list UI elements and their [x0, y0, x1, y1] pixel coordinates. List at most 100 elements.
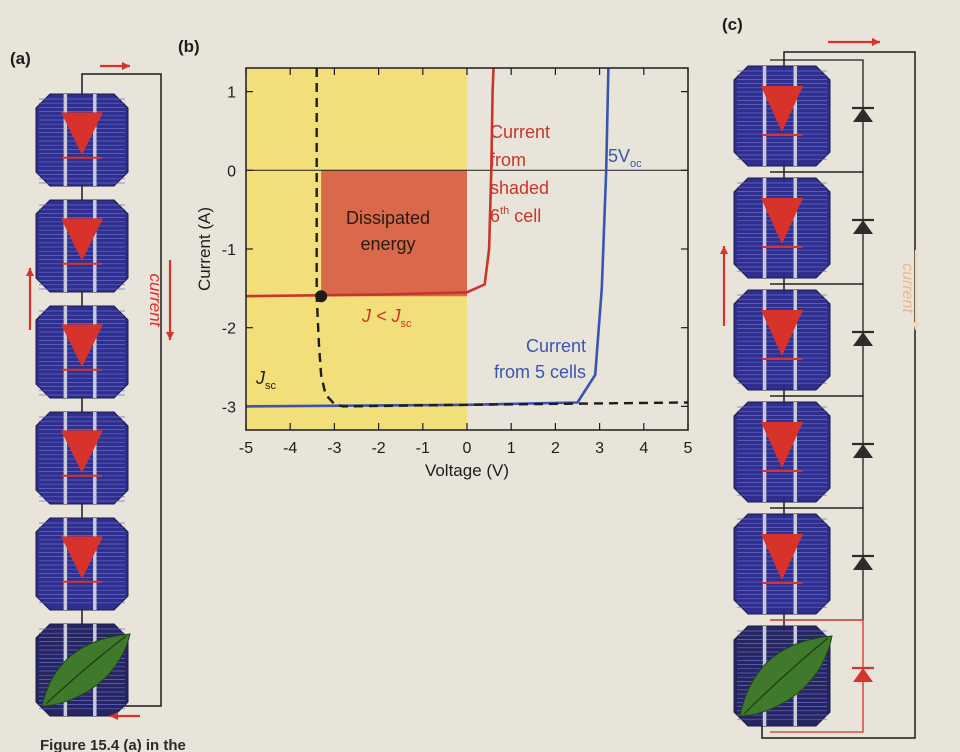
- solar-cell: [733, 289, 831, 391]
- operating-point: [315, 290, 328, 303]
- diode-icon: [853, 108, 873, 122]
- down-triangle-icon: [61, 430, 103, 473]
- busbar: [93, 412, 97, 504]
- busbar: [793, 66, 798, 166]
- busbar: [793, 514, 798, 614]
- diode-icon: [853, 668, 873, 682]
- panel-label-a: (a): [10, 49, 31, 68]
- bottom-current-arrow-head: [110, 711, 119, 721]
- down-triangle-icon: [761, 422, 803, 468]
- right-current-arrow-head: [911, 321, 921, 330]
- panel-c-bypass-diode-string: current: [719, 37, 921, 739]
- left-current-arrow-head: [719, 246, 729, 255]
- x-tick-label: -2: [371, 440, 385, 457]
- five-cells-label-2: from 5 cells: [494, 362, 586, 382]
- x-tick-label: -1: [416, 440, 430, 457]
- solar-cell: [733, 65, 831, 167]
- diode-icon: [853, 556, 873, 570]
- current-label: current: [146, 274, 165, 328]
- busbar: [63, 306, 68, 398]
- busbar: [762, 402, 767, 502]
- panel-a-series-string: current: [25, 61, 175, 721]
- y-tick-label: -2: [222, 321, 236, 338]
- x-tick-label: 0: [463, 440, 472, 457]
- shaded-cell-curve: [245, 67, 495, 298]
- top-current-arrow-head: [121, 61, 130, 71]
- down-triangle-icon: [61, 324, 103, 367]
- solar-cell: [35, 305, 129, 399]
- current-label: current: [899, 263, 916, 313]
- busbar: [63, 412, 68, 504]
- iv-chart: -5 -4 -3 -2 -1 0 1 2 3 4 5 1 0 -1 -2 -3 Dissipated ener…: [195, 67, 693, 480]
- leaf-vein: [45, 635, 127, 705]
- busbar: [793, 402, 798, 502]
- solar-cell: [733, 513, 831, 615]
- diode-icon: [853, 220, 873, 234]
- y-axis-label: Current (A): [195, 207, 214, 291]
- down-triangle-icon: [761, 86, 803, 132]
- combined-dashed-curve: [315, 68, 689, 408]
- x-tick-label: 4: [639, 440, 648, 457]
- down-triangle-icon: [761, 310, 803, 356]
- panel-label-b: (b): [178, 37, 200, 56]
- down-triangle-icon: [61, 536, 103, 579]
- y-tick-label: 1: [227, 85, 236, 102]
- x-tick-label: -4: [283, 440, 297, 457]
- solar-cell: [733, 177, 831, 279]
- busbar: [762, 178, 767, 278]
- shaded-solar-cell: [733, 625, 833, 727]
- leaf-vein: [743, 637, 829, 715]
- top-current-arrow-head: [871, 37, 880, 47]
- x-tick-label: 1: [507, 440, 516, 457]
- down-triangle-icon: [761, 198, 803, 244]
- panel-label-c: (c): [722, 15, 743, 34]
- solar-cell: [35, 93, 129, 187]
- busbar: [762, 66, 767, 166]
- x-tick-label: 3: [595, 440, 604, 457]
- y-tick-label: -3: [222, 399, 236, 416]
- y-tick-label: 0: [227, 163, 236, 180]
- right-current-arrow-head: [165, 331, 175, 340]
- shaded-label-1: Current: [490, 122, 550, 142]
- dissipated-label-2: energy: [360, 234, 415, 254]
- x-tick-label: -5: [239, 440, 253, 457]
- busbar: [93, 200, 97, 292]
- dissipated-label-1: Dissipated: [346, 208, 430, 228]
- solar-cell: [35, 517, 129, 611]
- x-tick-label: 5: [684, 440, 693, 457]
- string-wire: [761, 51, 916, 739]
- busbar: [793, 290, 798, 390]
- busbar: [793, 178, 798, 278]
- busbar: [93, 518, 97, 610]
- busbar: [762, 514, 767, 614]
- solar-cell: [35, 199, 129, 293]
- jsc-label: Jsc: [255, 368, 277, 392]
- busbar: [93, 306, 97, 398]
- shaded-solar-cell: [35, 623, 131, 717]
- diode-icon: [853, 332, 873, 346]
- down-triangle-icon: [61, 218, 103, 261]
- shaded-label-4: 6th cell: [490, 205, 541, 226]
- j-less-than-jsc-label: J < Jsc: [361, 306, 412, 330]
- figure-caption: Figure 15.4 (a) in the: [40, 737, 186, 752]
- busbar: [63, 94, 68, 186]
- busbar: [762, 290, 767, 390]
- x-tick-label: -3: [327, 440, 341, 457]
- shaded-label-2: from: [490, 150, 526, 170]
- dissipated-energy-region: [321, 170, 467, 297]
- busbar: [63, 518, 68, 610]
- solar-cell: [35, 411, 129, 505]
- five-cells-label-1: Current: [526, 336, 586, 356]
- voc-label: 5Voc: [608, 146, 642, 170]
- busbar: [63, 200, 68, 292]
- down-triangle-icon: [61, 112, 103, 155]
- busbar: [93, 94, 97, 186]
- down-triangle-icon: [761, 534, 803, 580]
- left-current-arrow-head: [25, 268, 35, 277]
- plot-frame: [245, 67, 689, 431]
- solar-cell: [733, 401, 831, 503]
- y-tick-label: -1: [222, 242, 236, 259]
- x-tick-label: 2: [551, 440, 560, 457]
- shaded-label-3: shaded: [490, 178, 549, 198]
- x-axis-label: Voltage (V): [425, 461, 509, 480]
